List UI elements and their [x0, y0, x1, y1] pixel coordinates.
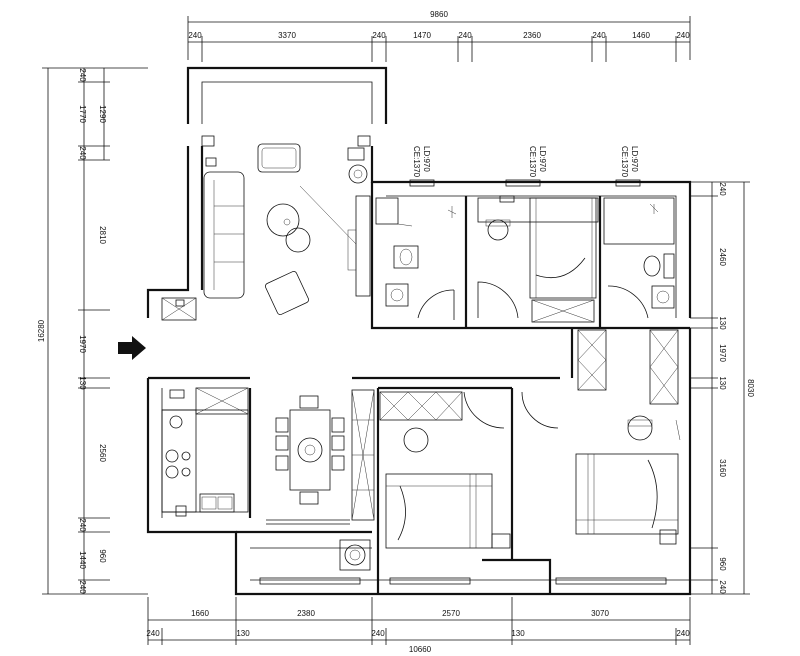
bottom-dim-3: 3070	[591, 609, 609, 618]
top-total-dimension: 9860	[430, 10, 448, 19]
trash-can-icon	[169, 415, 183, 429]
armchair-icon	[264, 270, 310, 316]
left-dim-8: 240	[78, 518, 87, 532]
bedroom-3	[379, 391, 511, 549]
bathroom-2	[603, 197, 675, 319]
master-bed-icon	[575, 453, 679, 535]
bottom2-dim-2: 240	[371, 629, 385, 638]
left-dim-6: 130	[78, 376, 87, 390]
left-dimensions: 16280 240 1770 1290 240 2810 1970 130 25…	[37, 67, 148, 595]
window-3-label-b: LD:970	[630, 146, 639, 172]
left-dim-11: 240	[78, 580, 87, 594]
left-dim-4: 2810	[98, 226, 107, 244]
double-bed-icon	[385, 473, 493, 549]
left-dim-3: 240	[78, 146, 87, 160]
chair-2-icon	[403, 427, 429, 453]
living-room	[201, 135, 371, 316]
top-dim-6: 240	[592, 31, 606, 40]
window-1-label-a: CE:1370	[412, 146, 421, 178]
right-dimensions: 240 2460 130 1970 130 3160 960 240 8030	[690, 181, 755, 595]
window-labels: CE:1370 LD:970 CE:1370 LD:970 CE:1370 LD…	[412, 146, 639, 178]
bottom2-dim-4: 130	[511, 629, 525, 638]
wash-basin-icon	[385, 283, 409, 307]
bathroom-1	[375, 197, 457, 320]
top-dim-4: 240	[458, 31, 472, 40]
dining-table-icon	[289, 409, 331, 491]
right-dim-3: 1970	[718, 344, 727, 362]
left-outer-dimension: 16280	[37, 319, 46, 342]
left-dim-2: 1290	[98, 105, 107, 123]
bottom-dim-1: 2380	[297, 609, 315, 618]
bottom2-dim-0: 240	[146, 629, 160, 638]
window-2-label-b: LD:970	[538, 146, 547, 172]
right-dim-2: 130	[718, 316, 727, 330]
top-dim-7: 1460	[632, 31, 650, 40]
top-dimensions: 9860 240 3370 240 1470 240 2360 240 1460…	[187, 10, 691, 62]
window-1-label-b: LD:970	[422, 146, 431, 172]
right-dim-6: 960	[718, 557, 727, 571]
tv-cabinet-icon	[355, 195, 371, 297]
plant-icon	[348, 164, 368, 184]
bottom-dim-2: 2570	[442, 609, 460, 618]
top-dim-1: 3370	[278, 31, 296, 40]
right-total-dimension: 8030	[746, 379, 755, 397]
sofa-icon	[203, 171, 245, 299]
corridor-closets	[577, 329, 679, 405]
left-dim-1: 1770	[78, 105, 87, 123]
right-dim-0: 240	[718, 182, 727, 196]
single-bed-icon	[529, 197, 597, 299]
bottom-dim-0: 1660	[191, 609, 209, 618]
chair-icon	[487, 219, 509, 241]
flower-icon	[297, 437, 323, 463]
windows	[259, 179, 667, 585]
bedroom-2	[477, 195, 599, 323]
wash-basin-2-icon	[651, 285, 675, 309]
entry-porch	[161, 297, 197, 321]
top-dim-0: 240	[188, 31, 202, 40]
right-dim-1: 2460	[718, 248, 727, 266]
top-dim-3: 1470	[413, 31, 431, 40]
left-dim-7: 2560	[98, 444, 107, 462]
chair-3-icon	[627, 415, 653, 441]
bottom2-dim-1: 130	[236, 629, 250, 638]
bottom-dimensions: 1660 2380 2570 3070 240 130 240 10660 13…	[146, 597, 691, 654]
toilet-icon	[643, 255, 661, 277]
window-2-label-a: CE:1370	[528, 146, 537, 178]
left-dim-9: 960	[98, 549, 107, 563]
top-dim-2: 240	[372, 31, 386, 40]
right-dim-7: 240	[718, 580, 727, 594]
shower-icon	[375, 197, 399, 225]
entry-arrow-icon	[118, 336, 146, 360]
kitchen	[161, 387, 249, 517]
stove-burner-icon	[165, 449, 179, 463]
washing-machine-icon	[339, 539, 371, 571]
squat-toilet-icon	[393, 245, 419, 269]
walls	[146, 66, 692, 596]
master-bedroom	[521, 391, 681, 545]
coffee-table-icon	[257, 143, 301, 173]
round-table-icon	[266, 203, 300, 237]
window-3-label-a: CE:1370	[620, 146, 629, 178]
kitchen-sink-icon	[199, 493, 235, 513]
left-dim-5: 1970	[78, 335, 87, 353]
right-dim-5: 3160	[718, 459, 727, 477]
laundry-balcony	[266, 519, 371, 571]
left-dim-10: 1440	[78, 551, 87, 569]
right-dim-4: 130	[718, 376, 727, 390]
bottom2-dim-5: 240	[676, 629, 690, 638]
top-dim-8: 240	[676, 31, 690, 40]
left-dim-0: 240	[78, 68, 87, 82]
bottom2-dim-3: 10660	[409, 645, 432, 654]
dining	[275, 389, 375, 521]
top-dim-5: 2360	[523, 31, 541, 40]
